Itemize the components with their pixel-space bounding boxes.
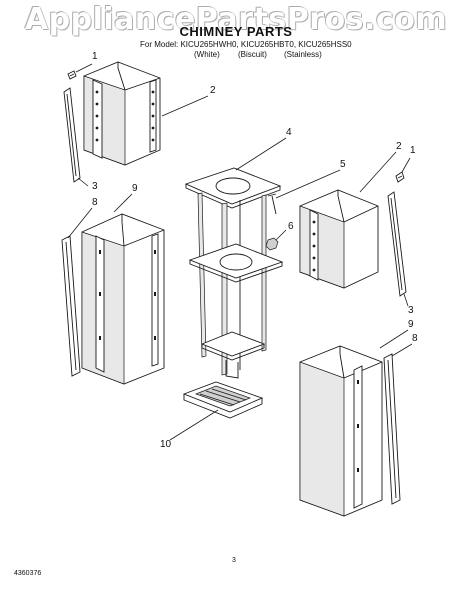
part-4-support-frame [184, 167, 284, 379]
variant-biscuit: (Biscuit) [238, 50, 267, 59]
page-title: CHIMNEY PARTS [179, 24, 293, 39]
part-1-clip-upper-left [67, 70, 77, 80]
callout-10-filter-tray: 10 [160, 439, 172, 450]
part-1-clip-upper-right [395, 171, 405, 183]
callout-1-upper-right: 1 [410, 145, 416, 156]
variant-white: (White) [194, 50, 220, 59]
callout-5-screw: 5 [340, 159, 346, 170]
variant-stainless: (Stainless) [284, 50, 322, 59]
callout-6-nut: 6 [288, 221, 294, 232]
callout-8-lower-left: 8 [92, 197, 98, 208]
part-8-strip-lower-left [61, 235, 81, 377]
model-line: For Model: KICU265HWH0, KICU265HBT0, KIC… [140, 40, 352, 49]
part-6-nut [265, 237, 279, 251]
callout-9-lower-left: 9 [132, 183, 138, 194]
callout-2-upper-left: 2 [210, 85, 216, 96]
part-8-strip-lower-right [383, 353, 401, 505]
part-9-cover-lower-right [299, 345, 383, 517]
callout-3-upper-left: 3 [92, 181, 98, 192]
page-number: 3 [232, 557, 236, 564]
document-number: 4360376 [14, 570, 42, 577]
callout-8-lower-right: 8 [412, 333, 418, 344]
part-9-cover-lower-left [81, 213, 165, 385]
part-10-filter-tray [182, 381, 264, 419]
watermark: AppliancePartsPros.com [24, 2, 448, 37]
part-2-cover-upper-left [83, 61, 161, 166]
callout-1-upper-left: 1 [92, 51, 98, 62]
part-2-cover-upper-right [299, 189, 379, 289]
callout-4-frame: 4 [286, 127, 292, 138]
part-3-strip-upper-right [387, 191, 407, 297]
callout-9-lower-right: 9 [408, 319, 414, 330]
part-3-strip-upper-left [63, 87, 81, 183]
part-5-screw [267, 193, 277, 215]
callout-3-upper-right: 3 [408, 305, 414, 316]
callout-2-upper-right: 2 [396, 141, 402, 152]
callout-leader-lines [67, 63, 413, 441]
